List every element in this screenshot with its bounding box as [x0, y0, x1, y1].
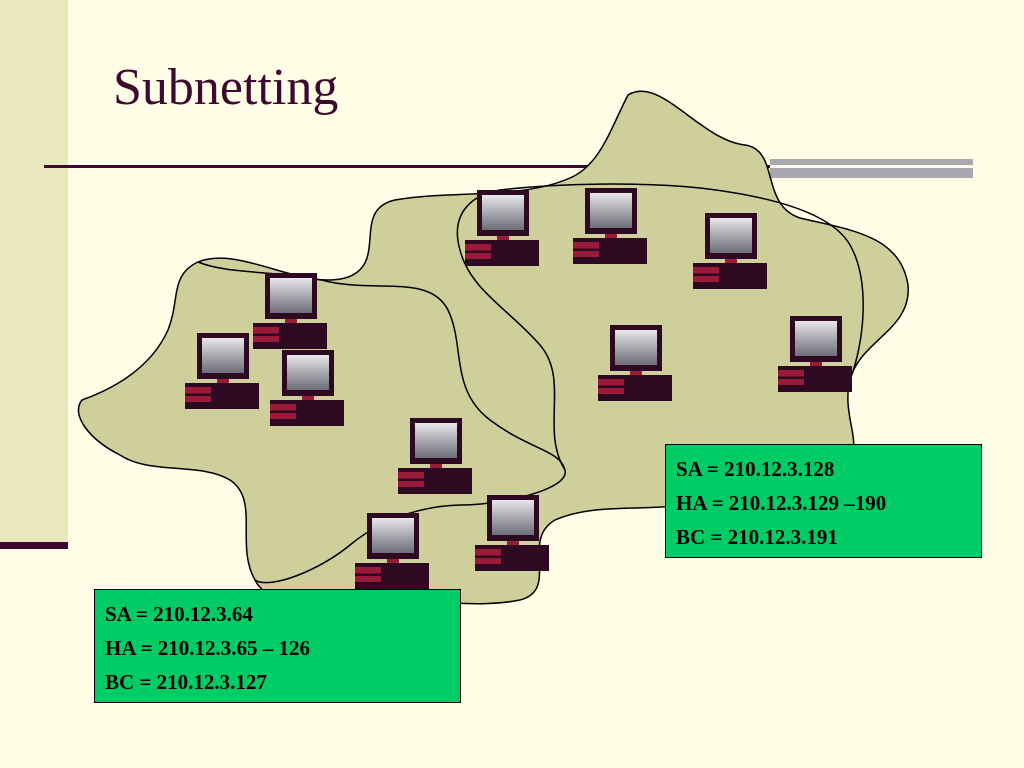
- slide-title: Subnetting: [113, 59, 339, 116]
- subnet-info-box-lower: SA = 210.12.3.64 HA = 210.12.3.65 – 126 …: [94, 589, 461, 703]
- subnet-boundary-left: [197, 261, 566, 584]
- subnet-info-box-upper: SA = 210.12.3.128 HA = 210.12.3.129 –190…: [665, 444, 982, 558]
- left-accent-band: [0, 0, 68, 548]
- subnet-address-line: SA = 210.12.3.64: [105, 602, 253, 626]
- broadcast-address-line: BC = 210.12.3.191: [676, 525, 838, 549]
- host-address-line: HA = 210.12.3.65 – 126: [105, 636, 311, 660]
- subnet-address-line: SA = 210.12.3.128: [676, 457, 835, 481]
- decorative-gray-bar: [770, 159, 973, 178]
- host-address-line: HA = 210.12.3.129 –190: [676, 491, 887, 515]
- subnet-boundary-right: [456, 183, 864, 471]
- broadcast-address-line: BC = 210.12.3.127: [105, 670, 267, 694]
- left-accent-rule: [0, 542, 68, 549]
- title-divider: [44, 165, 780, 168]
